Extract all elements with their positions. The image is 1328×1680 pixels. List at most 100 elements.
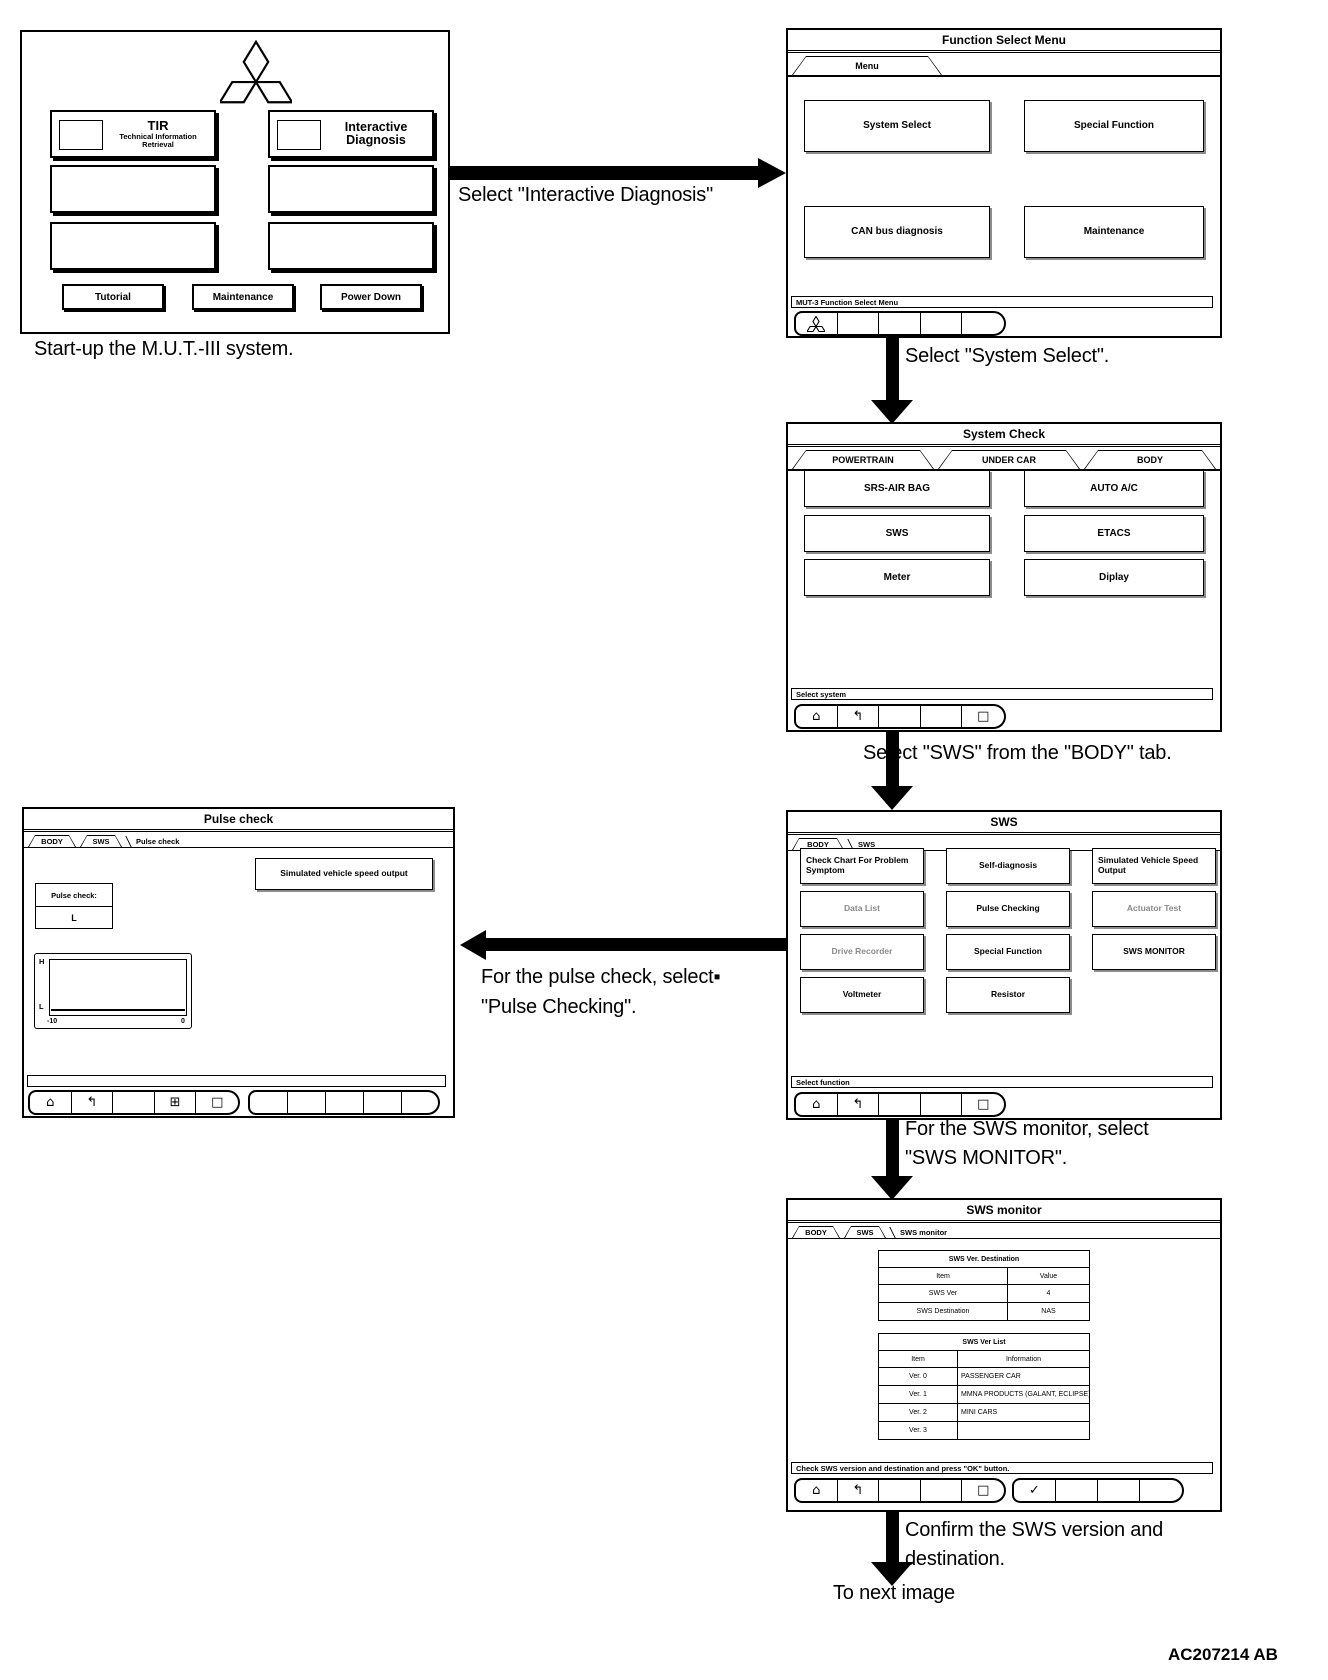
toolbar-home-button[interactable]: ⌂ [30,1092,72,1113]
status-bar: Select system [791,688,1213,700]
sws-monitor-button[interactable]: SWS MONITOR [1092,934,1216,970]
tab-sws[interactable]: SWS [844,1226,886,1238]
tab-pulse-check[interactable]: Pulse check [125,835,179,847]
toolbar-home-button[interactable]: ⌂ [796,1094,838,1115]
toolbar-window-button[interactable]: □ [196,1092,238,1113]
display-button[interactable]: Diplay [1024,559,1204,596]
arrow-down-head [871,400,913,424]
toolbar-back-button[interactable]: ↰ [838,1480,880,1501]
simulated-vehicle-speed-button[interactable]: Simulated Vehicle Speed Output [1092,848,1216,884]
meter-button[interactable]: Meter [804,559,990,596]
toolbar-back-button[interactable]: ↰ [838,1094,880,1115]
tab-body[interactable]: BODY [792,1226,840,1238]
toolbar-blank-button[interactable] [364,1092,402,1113]
tab-sws[interactable]: SWS [847,838,875,850]
toolbar-blank-button[interactable] [326,1092,364,1113]
toolbar-blank-button[interactable] [879,706,921,727]
toolbar-blank-button[interactable] [1140,1480,1180,1501]
self-diagnosis-button[interactable]: Self-diagnosis [946,848,1070,884]
toolbar-ok-button[interactable]: ✓ [1014,1480,1056,1501]
tab-body[interactable]: BODY [28,835,76,847]
table-title: SWS Ver. Destination [879,1251,1089,1268]
table-row: SWS Destination NAS [879,1303,1089,1320]
arrow-down-head [871,1562,913,1586]
toolbar-window-button[interactable]: □ [962,1480,1004,1501]
tutorial-button[interactable]: Tutorial [62,284,164,310]
toolbar: ⌂ ↰ ⊞ □ [28,1090,240,1115]
interactive-line1: Interactive [344,119,408,134]
auto-ac-button[interactable]: AUTO A/C [1024,470,1204,507]
blank-button[interactable] [268,165,434,213]
toolbar-blank-button[interactable] [288,1092,326,1113]
toolbar-back-button[interactable]: ↰ [838,706,880,727]
mitsubishi-logo-icon [807,315,826,332]
tab-powertrain[interactable]: POWERTRAIN [792,450,934,469]
toolbar-blank-button[interactable] [1056,1480,1098,1501]
actuator-test-button[interactable]: Actuator Test [1092,891,1216,927]
srs-air-bag-button[interactable]: SRS-AIR BAG [804,470,990,507]
toolbar-blank-button[interactable] [921,313,963,334]
arrow-down [886,732,899,786]
voltmeter-button[interactable]: Voltmeter [800,977,924,1013]
caption-pulse-2: "Pulse Checking". [481,996,637,1018]
sws-button[interactable]: SWS [804,515,990,552]
blank-button[interactable] [50,222,216,270]
arrow-down [886,1512,899,1562]
toolbar-home-button[interactable] [796,313,838,334]
toolbar-back-button[interactable]: ↰ [72,1092,114,1113]
special-function-button[interactable]: Special Function [946,934,1070,970]
tir-button[interactable]: TIR Technical Information Retrieval [50,110,216,158]
toolbar-blank-button[interactable] [921,1480,963,1501]
window-icon: □ [977,1483,990,1498]
blank-button[interactable] [50,165,216,213]
interactive-diagnosis-button[interactable]: Interactive Diagnosis [268,110,434,158]
blank-button[interactable] [268,222,434,270]
check-chart-button[interactable]: Check Chart For Problem Symptom [800,848,924,884]
toolbar-blank-button[interactable] [879,313,921,334]
toolbar-blank-button[interactable] [113,1092,155,1113]
toolbar-blank-button[interactable] [879,1094,921,1115]
toolbar-blank-button[interactable] [250,1092,288,1113]
simulated-vehicle-speed-output-button[interactable]: Simulated vehicle speed output [255,858,433,890]
interactive-line2: Diagnosis [346,133,406,147]
tab-sws-monitor[interactable]: SWS monitor [889,1226,947,1238]
table-row: Ver. 1 MMNA PRODUCTS (GALANT, ECLIPSE) [879,1386,1089,1404]
pulse-checking-button[interactable]: Pulse Checking [946,891,1070,927]
toolbar-blank-button[interactable] [879,1480,921,1501]
toolbar-blank-button[interactable] [921,706,963,727]
maintenance-button[interactable]: Maintenance [1024,206,1204,258]
toolbar-home-button[interactable]: ⌂ [796,1480,838,1501]
toolbar-blank-button[interactable] [921,1094,963,1115]
power-down-button[interactable]: Power Down [320,284,422,310]
arrow-left [486,938,786,951]
cube-icon: ⊞ [169,1095,181,1110]
toolbar-window-button[interactable]: □ [962,706,1004,727]
maintenance-button[interactable]: Maintenance [192,284,294,310]
table-header-row: Item Information [879,1351,1089,1368]
system-select-button[interactable]: System Select [804,100,990,152]
special-function-button[interactable]: Special Function [1024,100,1204,152]
can-bus-diagnosis-button[interactable]: CAN bus diagnosis [804,206,990,258]
tab-under-car[interactable]: UNDER CAR [938,450,1080,469]
caption-monitor-2: "SWS MONITOR". [905,1147,1068,1169]
col-item: Item [879,1268,1008,1284]
toolbar-secondary [248,1090,440,1115]
resistor-button[interactable]: Resistor [946,977,1070,1013]
toolbar-blank-button[interactable] [1098,1480,1140,1501]
pulse-check-readout: Pulse check: L [35,883,113,929]
tab-body[interactable]: BODY [792,838,844,850]
toolbar-cube-button[interactable]: ⊞ [155,1092,197,1113]
toolbar-home-button[interactable]: ⌂ [796,706,838,727]
etacs-button[interactable]: ETACS [1024,515,1204,552]
toolbar-blank-button[interactable] [402,1092,438,1113]
window-icon: □ [211,1095,224,1110]
status-bar: Check SWS version and destination and pr… [791,1462,1213,1474]
data-list-button[interactable]: Data List [800,891,924,927]
drive-recorder-button[interactable]: Drive Recorder [800,934,924,970]
tab-sws[interactable]: SWS [80,835,122,847]
toolbar-blank-button[interactable] [838,313,880,334]
tab-body[interactable]: BODY [1084,450,1216,469]
toolbar-blank-button[interactable] [962,313,1004,334]
toolbar-window-button[interactable]: □ [962,1094,1004,1115]
tab-menu[interactable]: Menu [792,56,942,75]
